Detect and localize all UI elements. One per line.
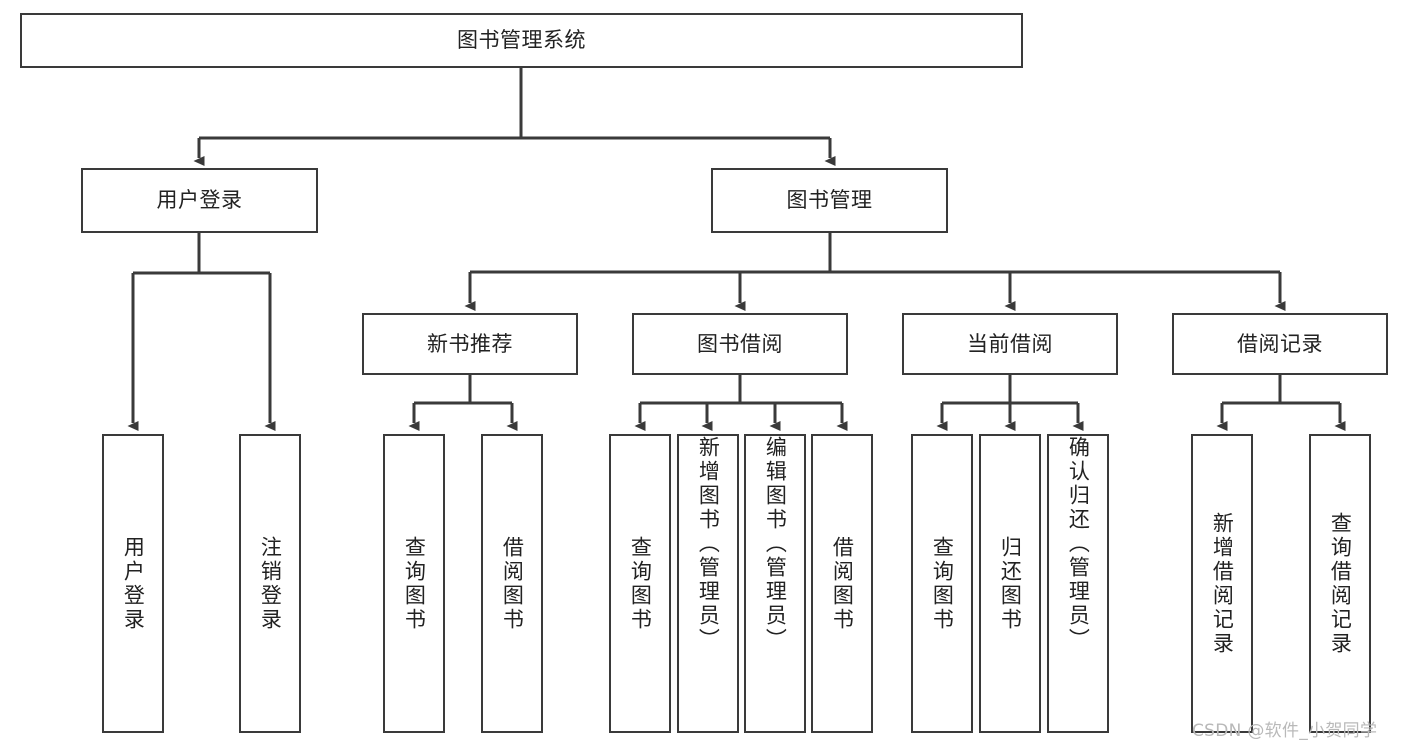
node-new-book-recommend[interactable]: 新书推荐 <box>362 313 578 375</box>
node-leaf-return-book-label: 归还图书 <box>998 535 1023 632</box>
node-borrow-record[interactable]: 借阅记录 <box>1172 313 1388 375</box>
node-leaf-edit-book[interactable]: 编辑图书（管理员） <box>744 434 806 733</box>
node-leaf-borrow-book-1-label: 借阅图书 <box>500 535 525 632</box>
node-leaf-query-record-label: 查询借阅记录 <box>1328 511 1353 656</box>
node-leaf-add-record-label: 新增借阅记录 <box>1210 511 1235 656</box>
node-leaf-user-login[interactable]: 用户登录 <box>102 434 164 733</box>
node-user-login-label: 用户登录 <box>156 188 243 213</box>
node-leaf-confirm-return-label: 确认归还（管理员） <box>1066 436 1091 652</box>
node-leaf-query-book-1-label: 查询图书 <box>402 535 427 632</box>
node-leaf-user-login-label: 用户登录 <box>121 535 146 632</box>
node-leaf-confirm-return[interactable]: 确认归还（管理员） <box>1047 434 1109 733</box>
node-leaf-query-book-1[interactable]: 查询图书 <box>383 434 445 733</box>
node-new-book-recommend-label: 新书推荐 <box>427 331 513 356</box>
csdn-watermark: CSDN @软件_小贺同学 <box>1192 721 1378 741</box>
node-leaf-add-book-label: 新增图书（管理员） <box>696 436 721 652</box>
node-book-management[interactable]: 图书管理 <box>711 168 948 233</box>
node-leaf-edit-book-label: 编辑图书（管理员） <box>763 436 788 652</box>
node-book-borrow-label: 图书借阅 <box>697 331 783 356</box>
node-leaf-borrow-book-1[interactable]: 借阅图书 <box>481 434 543 733</box>
node-current-borrow-label: 当前借阅 <box>967 331 1053 356</box>
node-leaf-add-book[interactable]: 新增图书（管理员） <box>677 434 739 733</box>
node-borrow-record-label: 借阅记录 <box>1237 331 1323 356</box>
node-leaf-return-book[interactable]: 归还图书 <box>979 434 1041 733</box>
node-current-borrow[interactable]: 当前借阅 <box>902 313 1118 375</box>
node-leaf-user-logout-label: 注销登录 <box>258 535 283 632</box>
node-user-login[interactable]: 用户登录 <box>81 168 318 233</box>
node-leaf-query-book-3-label: 查询图书 <box>930 535 955 632</box>
node-book-management-label: 图书管理 <box>786 188 873 213</box>
node-root[interactable]: 图书管理系统 <box>20 13 1023 68</box>
node-leaf-query-book-2-label: 查询图书 <box>628 535 653 632</box>
node-root-label: 图书管理系统 <box>457 28 586 53</box>
node-leaf-add-record[interactable]: 新增借阅记录 <box>1191 434 1253 733</box>
node-book-borrow[interactable]: 图书借阅 <box>632 313 848 375</box>
node-leaf-query-book-2[interactable]: 查询图书 <box>609 434 671 733</box>
node-leaf-query-book-3[interactable]: 查询图书 <box>911 434 973 733</box>
node-leaf-query-record[interactable]: 查询借阅记录 <box>1309 434 1371 733</box>
node-leaf-borrow-book-2-label: 借阅图书 <box>830 535 855 632</box>
node-leaf-borrow-book-2[interactable]: 借阅图书 <box>811 434 873 733</box>
node-leaf-user-logout[interactable]: 注销登录 <box>239 434 301 733</box>
